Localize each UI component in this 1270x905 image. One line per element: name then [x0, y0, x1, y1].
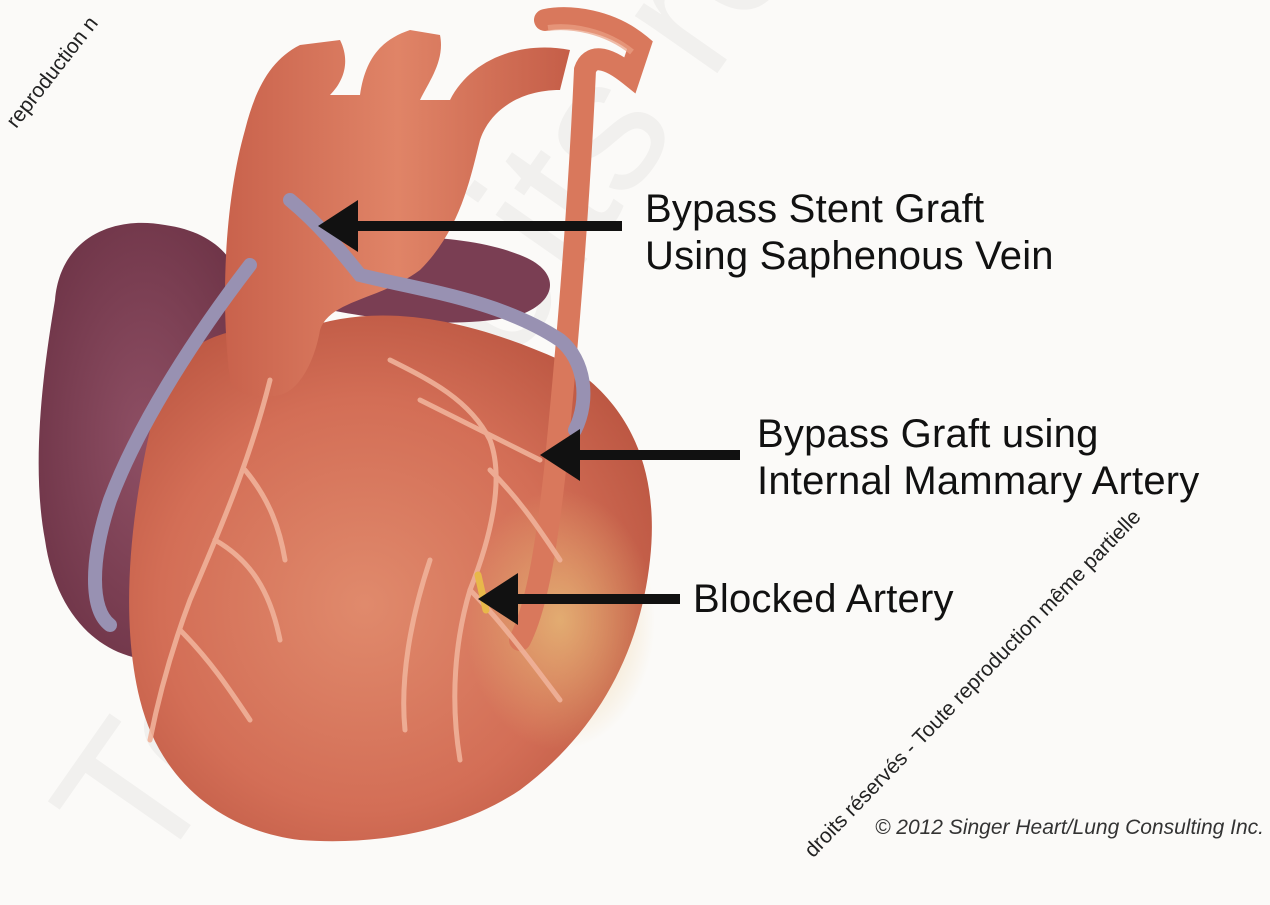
saphenous-label-line2: Using Saphenous Vein — [645, 233, 1054, 280]
mammary-graft-label: Bypass Graft using Internal Mammary Arte… — [757, 411, 1200, 505]
blocked-label: Blocked Artery — [693, 576, 954, 623]
apex-tint — [465, 490, 655, 750]
copyright-notice: © 2012 Singer Heart/Lung Consulting Inc. — [875, 816, 1264, 840]
heart-bypass-diagram: Tous droits réservés - Toute re — [0, 0, 1270, 846]
saphenous-graft-label: Bypass Stent Graft Using Saphenous Vein — [645, 186, 1054, 280]
saphenous-label-line1: Bypass Stent Graft — [645, 186, 1054, 233]
blocked-artery-label: Blocked Artery — [693, 576, 954, 623]
mammary-label-line2: Internal Mammary Artery — [757, 458, 1200, 505]
mammary-label-line1: Bypass Graft using — [757, 411, 1200, 458]
